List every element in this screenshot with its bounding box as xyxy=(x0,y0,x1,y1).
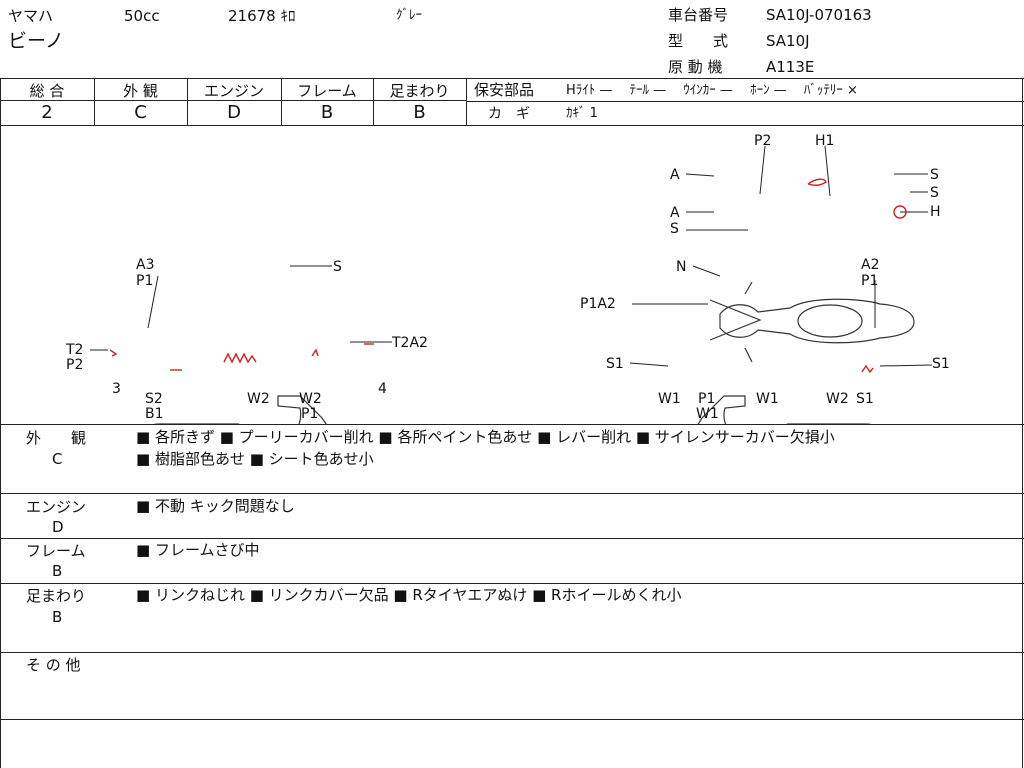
label-4: 4 xyxy=(378,381,387,397)
key-value: ｶｷﾞ 1 xyxy=(566,106,598,121)
comment-engine-label: エンジン xyxy=(26,498,87,516)
exterior-comment-line1: ■ 各所きず ■ プーリーカバー削れ ■ 各所ペイント色あせ ■ レバー削れ ■… xyxy=(136,428,835,446)
label-w1-a: W1 xyxy=(658,391,681,407)
engine-code-label: 原 動 機 xyxy=(668,58,723,76)
engine-code: A113E xyxy=(766,58,815,76)
comment-suspension-label: 足まわり xyxy=(26,587,87,605)
frame-label: フレーム xyxy=(297,82,357,100)
label-p1-b: P1 xyxy=(301,406,319,422)
safety-items: Hﾗｲﾄ — ﾃｰﾙ — ｳｲﾝｶｰ — ﾎｰﾝ — ﾊﾞｯﾃﾘｰ × xyxy=(566,83,858,98)
label-t2a2: T2A2 xyxy=(392,335,428,351)
label-t2: T2 xyxy=(66,342,84,358)
exterior-comment-line2: ■ 樹脂部色あせ ■ シート色あせ小 xyxy=(136,450,374,468)
label-w1-c: W1 xyxy=(756,391,779,407)
comment-frame-grade: B xyxy=(52,562,63,580)
right-view-body xyxy=(697,395,746,424)
label-p1-c: P1 xyxy=(698,391,716,407)
key-label: カ ギ xyxy=(488,106,530,122)
label-s-top3: S xyxy=(930,185,939,201)
label-3: 3 xyxy=(112,381,121,397)
left-view-body xyxy=(277,395,327,424)
maker: ヤマハ xyxy=(8,7,54,25)
frame-number: SA10J-070163 xyxy=(766,6,872,24)
label-a3: A3 xyxy=(136,257,155,273)
comment-other-label: そ の 他 xyxy=(26,656,81,674)
comment-exterior-grade: C xyxy=(52,450,63,468)
model-name: ビーノ xyxy=(8,30,64,52)
damage-mark-left xyxy=(223,352,257,364)
comment-exterior-label: 外 観 xyxy=(26,429,87,447)
label-w2-b: W2 xyxy=(299,391,322,407)
label-s1-a: S1 xyxy=(606,356,624,372)
comment-engine-grade: D xyxy=(52,518,64,536)
label-s: S xyxy=(333,259,342,275)
frame-grade: B xyxy=(320,102,334,123)
overall-grade: 2 xyxy=(41,102,53,123)
label-s1-b: S1 xyxy=(932,356,950,372)
mileage: 21678 ｷﾛ xyxy=(228,7,296,25)
damage-mark-top xyxy=(893,205,907,219)
label-h1: H1 xyxy=(815,133,835,149)
engine-comment: ■ 不動 キック問題なし xyxy=(136,497,295,515)
label-a-top1: A xyxy=(670,167,680,183)
label-s-top2: S xyxy=(930,167,939,183)
label-w2-a: W2 xyxy=(247,391,270,407)
label-n: N xyxy=(676,259,687,275)
type-label: 型 式 xyxy=(668,32,729,50)
color: ｸﾞﾚｰ xyxy=(396,8,422,23)
engine-label: エンジン xyxy=(203,82,264,100)
label-w1-b: W1 xyxy=(696,406,719,422)
label-a2: A2 xyxy=(861,257,880,273)
frame-comment: ■ フレームさび中 xyxy=(136,541,260,559)
damage-diagram xyxy=(90,145,933,424)
displacement: 50cc xyxy=(124,7,160,25)
safety-label: 保安部品 xyxy=(474,81,535,99)
exterior-grade: C xyxy=(134,102,147,123)
engine-grade: D xyxy=(227,102,241,123)
frame-number-label: 車台番号 xyxy=(668,6,729,24)
label-s2: S2 xyxy=(145,391,163,407)
top-view-body xyxy=(719,298,915,344)
overall-label: 総 合 xyxy=(29,82,65,100)
comment-suspension-grade: B xyxy=(52,608,63,626)
suspension-grade: B xyxy=(413,102,426,123)
comment-frame-label: フレーム xyxy=(26,542,86,560)
label-s1-c: S1 xyxy=(856,391,874,407)
label-p2-top: P2 xyxy=(754,133,772,149)
suspension-comment: ■ リンクねじれ ■ リンクカバー欠品 ■ Rタイヤエアぬけ ■ Rホイールめく… xyxy=(136,586,682,604)
suspension-label: 足まわり xyxy=(389,82,450,100)
label-s-top1: S xyxy=(670,221,679,237)
label-h-top: H xyxy=(930,204,941,220)
exterior-label: 外 観 xyxy=(123,82,158,100)
label-w2-c: W2 xyxy=(826,391,849,407)
label-a-top2: A xyxy=(670,205,680,221)
label-b1: B1 xyxy=(145,406,164,422)
label-p1a2: P1A2 xyxy=(580,296,616,312)
type-value: SA10J xyxy=(766,32,810,50)
label-p1-r: P1 xyxy=(861,273,879,289)
label-p2: P2 xyxy=(66,357,84,373)
label-p1: P1 xyxy=(136,273,154,289)
